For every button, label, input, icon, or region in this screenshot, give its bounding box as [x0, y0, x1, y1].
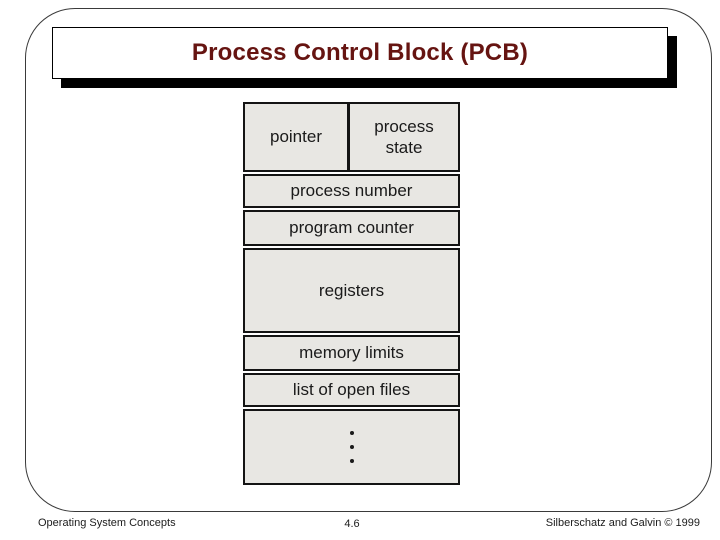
- title-box: Process Control Block (PCB): [52, 27, 668, 79]
- ellipsis-dot: [349, 459, 354, 463]
- pcb-row-registers: registers: [243, 248, 460, 333]
- pcb-row-open-files: list of open files: [243, 373, 460, 407]
- footer-page-number: 4.6: [344, 518, 360, 530]
- pcb-row-ellipsis: [243, 409, 460, 485]
- slide-title: Process Control Block (PCB): [191, 39, 529, 66]
- pcb-top-row: pointer process state: [243, 102, 460, 172]
- pointer-label: pointer: [270, 127, 322, 146]
- process-state-label-line2: state: [385, 138, 423, 157]
- pcb-row-process-number: process number: [243, 174, 460, 208]
- pcb-row-program-counter: program counter: [243, 210, 460, 246]
- process-state-label-line1: process: [374, 117, 434, 136]
- footer-book-title: Operating System Concepts: [38, 517, 176, 529]
- pcb-cell-process-state: process state: [350, 104, 458, 170]
- pcb-cell-pointer: pointer: [245, 104, 350, 170]
- pcb-diagram: pointer process state process number pro…: [243, 102, 460, 485]
- pcb-row-memory-limits: memory limits: [243, 335, 460, 371]
- footer-authors: Silberschatz and Galvin © 1999: [545, 517, 700, 529]
- ellipsis-dot: [349, 445, 354, 449]
- slide-rounded-border: [25, 8, 712, 512]
- ellipsis-dot: [349, 431, 354, 435]
